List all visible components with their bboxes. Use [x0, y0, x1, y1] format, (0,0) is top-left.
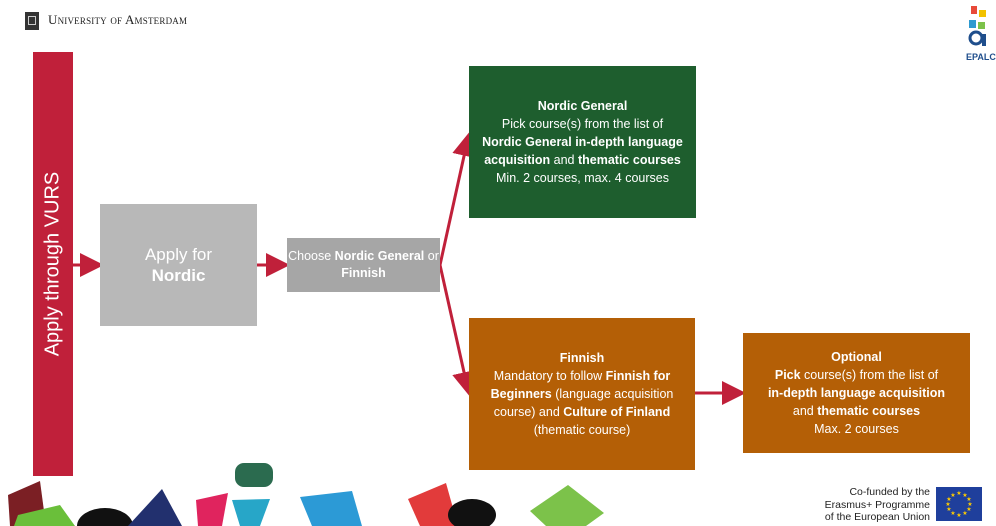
decor-blue-shape — [300, 491, 362, 526]
svg-text:★: ★ — [956, 490, 961, 497]
finnish-post: (thematic course) — [533, 423, 631, 438]
choose-option-finnish: Finnish — [341, 266, 386, 280]
university-logo-icon — [25, 12, 39, 30]
optional-and: and — [792, 404, 818, 419]
nordic-bold1: Nordic General in-depth language acquisi… — [482, 134, 683, 168]
svg-text:★: ★ — [950, 492, 955, 499]
nordic-and: and — [550, 153, 578, 168]
optional-limits: Max. 2 courses — [814, 422, 899, 437]
decor-black-ellipse — [448, 499, 496, 526]
cofund-line2: Erasmus+ Programme — [824, 498, 930, 511]
svg-text:★: ★ — [956, 512, 961, 519]
university-name: University of Amsterdam — [48, 12, 188, 27]
svg-text:★: ★ — [950, 510, 955, 517]
finnish-mid: (language acquisition course) and — [493, 386, 674, 420]
finnish-bold1: Finnish for Beginners — [490, 368, 671, 401]
nordic-title: Nordic General — [537, 98, 628, 113]
nordic-general-box: Nordic General Pick course(s) from the l… — [469, 66, 696, 218]
decor-cyan-shape — [232, 499, 270, 526]
optional-bold1: in-depth language acquisition — [767, 385, 946, 400]
cofunded-text: Co-funded by the Erasmus+ Programme of t… — [806, 486, 930, 524]
decor-dark-green-shape — [235, 463, 273, 487]
decorative-shapes — [8, 463, 604, 526]
nordic-line1: Pick course(s) from the list of — [501, 116, 664, 131]
cofund-line1: Co-funded by the — [849, 486, 930, 498]
decor-navy-shape — [128, 489, 182, 526]
apply-box-line1: Apply for — [144, 244, 213, 264]
svg-text:★: ★ — [946, 506, 951, 513]
decor-green-shape — [14, 505, 75, 526]
decor-pink-shape — [196, 493, 228, 526]
svg-text:★: ★ — [967, 501, 972, 508]
decor-lime-shape — [530, 485, 604, 526]
optional-box: Optional Pick course(s) from the list of… — [743, 333, 970, 453]
finnish-title: Finnish — [559, 350, 605, 365]
svg-text:★: ★ — [945, 501, 950, 508]
finnish-box: Finnish Mandatory to follow Finnish for … — [469, 318, 695, 470]
svg-text:★: ★ — [966, 506, 971, 513]
choose-option-nordic: Nordic General — [334, 249, 425, 264]
optional-title: Optional — [831, 349, 882, 364]
svg-text:★: ★ — [962, 510, 967, 517]
decor-red-shape — [408, 483, 458, 526]
cofund-line3: of the European Union — [824, 511, 930, 524]
eu-flag-icon: ★★★ ★★★ ★★★ ★★★ — [936, 487, 982, 521]
apply-box-line2: Nordic — [151, 266, 206, 285]
arrow-to-nordic — [438, 132, 476, 266]
decor-black-shape — [77, 508, 133, 526]
epalc-logo-icon — [968, 6, 986, 46]
apply-vurs-bar — [33, 52, 73, 476]
choose-prefix: Choose — [288, 249, 335, 264]
svg-text:★: ★ — [966, 496, 971, 503]
nordic-bold2: thematic courses — [577, 153, 681, 168]
optional-line1: course(s) from the list of — [800, 367, 939, 382]
arrow-to-finnish — [438, 264, 476, 396]
finnish-pre: Mandatory to follow — [493, 368, 606, 383]
nordic-limits: Min. 2 courses, max. 4 courses — [496, 171, 669, 186]
optional-pick: Pick — [774, 367, 801, 382]
apply-for-nordic-box: Apply for Nordic — [100, 204, 257, 326]
choose-connector: or — [424, 249, 439, 264]
choose-track-box: Choose Nordic General or Finnish — [287, 238, 440, 292]
finnish-bold2: Culture of Finland — [563, 405, 671, 420]
svg-text:★: ★ — [946, 496, 951, 503]
optional-bold2: thematic courses — [817, 404, 921, 419]
svg-text:★: ★ — [962, 492, 967, 499]
epalc-logo-text: EPALC — [966, 52, 996, 62]
